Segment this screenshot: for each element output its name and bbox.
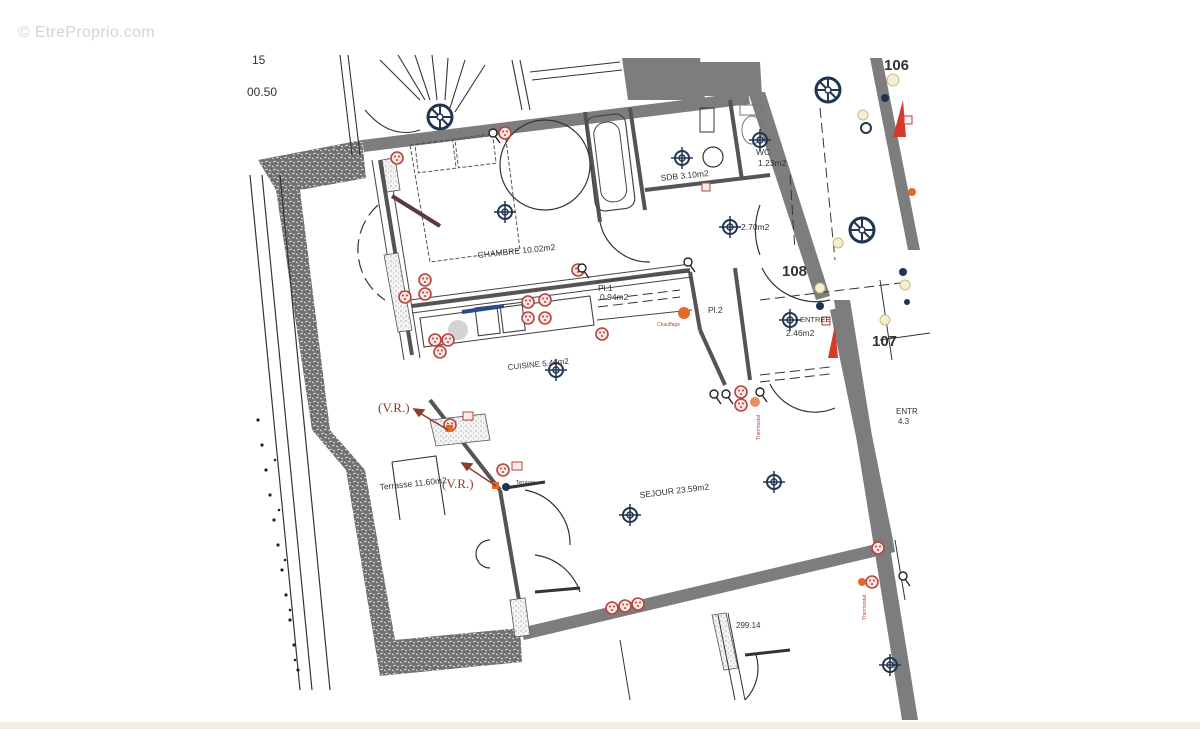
terrace-outline: [391, 455, 446, 521]
annotation-thermostat: Thermostat: [756, 414, 762, 440]
level-label: 299.14: [736, 621, 761, 630]
unit-number: 107: [872, 333, 897, 350]
ventilation-icon: [848, 216, 876, 244]
watermark: © EtreProprio.com: [18, 24, 155, 41]
interior-walls: [378, 99, 771, 636]
room-label-wc: WC: [756, 147, 770, 157]
alarm-markers: [828, 100, 906, 358]
detector-icon: [860, 122, 872, 134]
door-swings: [357, 204, 836, 701]
terrace-railing: [249, 174, 331, 691]
annotation-chauffage: Chauffage: [657, 322, 680, 328]
room-label-degagement: 2.70m2: [741, 222, 770, 232]
room-label-pl2: Pl.2: [708, 305, 723, 315]
ceiling-light-icon: [762, 470, 786, 494]
rolling-shutter-label: (V.R.): [378, 400, 410, 415]
room-area-wc: 1.23m2: [758, 158, 787, 168]
unit-number: 106: [884, 57, 909, 74]
bathtub: [585, 113, 636, 212]
unit-number: 108: [782, 263, 807, 280]
washbasin: [702, 146, 724, 168]
room-area-pl1: 0.94m2: [600, 292, 629, 302]
annotation-terrasse-light: Terrasse: [516, 480, 535, 486]
vent-icon: [426, 103, 454, 131]
ventilation-icon: [814, 76, 842, 104]
yellow-markers: [814, 73, 911, 326]
hob-hood: [448, 320, 468, 340]
rolling-shutter-label: (V.R.): [442, 476, 474, 491]
neighbor-entrance-area: 4.3: [898, 417, 910, 426]
placard-doors: [597, 107, 901, 383]
outlets: [390, 126, 885, 615]
vr-arrows: [412, 408, 497, 487]
room-label-chambre: CHAMBRE 10.02m2: [477, 242, 556, 260]
wc-fixtures: [699, 107, 715, 133]
ceiling-light-icon: [618, 503, 642, 527]
staircase: [339, 54, 623, 156]
room-area-entree: 2.46m2: [786, 328, 815, 338]
turning-circle: [499, 119, 591, 211]
annotation-thermostat: Thermostat: [862, 594, 868, 620]
railing-dots: [256, 418, 300, 672]
window: [390, 194, 442, 228]
room-label-entree: ENTREE: [800, 315, 830, 324]
room-label-terrasse: Terrasse 11.60m2: [379, 475, 447, 492]
neighbor-entrance-label: ENTR: [896, 407, 918, 416]
dimension-label: 00.50: [247, 85, 277, 99]
detector-dots: [502, 94, 910, 491]
ceiling-light-icon: [718, 215, 742, 239]
ceiling-light-icon: [493, 200, 517, 224]
ceiling-light-icon: [670, 146, 694, 170]
page-edge: [0, 722, 1200, 729]
wall-lines: [371, 157, 693, 361]
room-label-pl1: Pl.1: [598, 283, 613, 293]
room-label-sejour: SEJOUR 23.59m2: [639, 482, 710, 500]
exterior-walls: [362, 58, 920, 720]
toilet: [739, 104, 763, 145]
intercom-markers: [462, 115, 913, 471]
dimension-label: 15: [252, 53, 266, 67]
bed: [409, 131, 521, 263]
hedge-planter: [258, 140, 522, 676]
room-label-sdb: SDB 3.10m2: [660, 168, 709, 183]
